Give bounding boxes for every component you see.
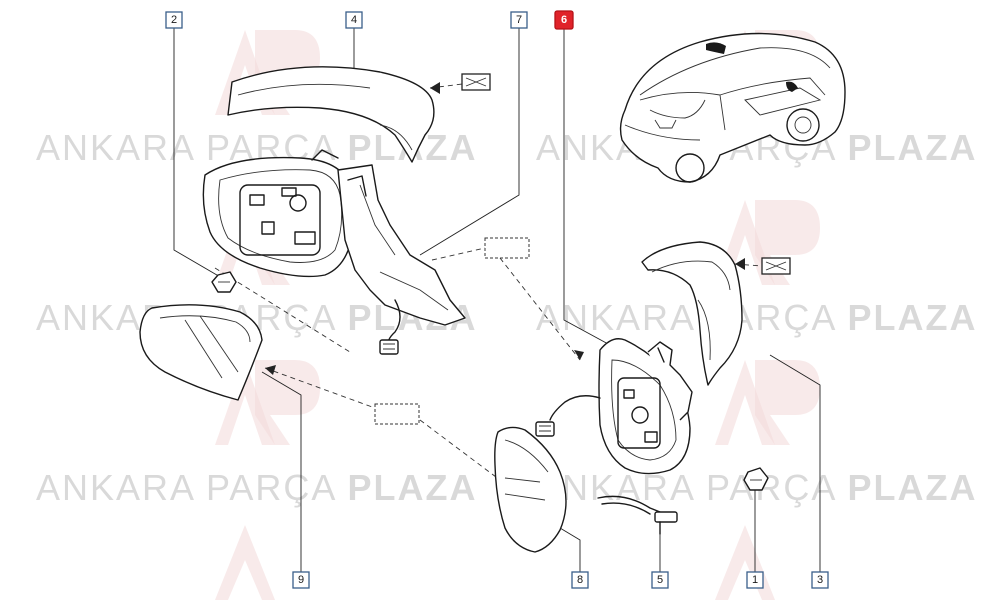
leader-lines — [173, 28, 821, 572]
part-mirror-cover-right — [641, 241, 791, 386]
callout-2: 2 — [165, 11, 183, 29]
part-indicator-wire — [597, 495, 678, 535]
part-mirror-cover-left — [227, 66, 491, 163]
callout-6-highlighted: 6 — [554, 10, 574, 30]
part-mirror-glass-right — [494, 426, 567, 553]
car-rear-view-icon — [619, 32, 846, 183]
svg-text:7: 7 — [516, 14, 522, 26]
part-clip-left — [211, 271, 237, 293]
part-clip-right — [743, 467, 769, 491]
svg-text:9: 9 — [298, 574, 304, 586]
reference-placeholder-box — [374, 403, 420, 425]
svg-text:2: 2 — [171, 14, 177, 26]
part-mirror-body-left — [202, 149, 466, 355]
part-mirror-body-right — [535, 338, 693, 475]
svg-text:8: 8 — [577, 574, 583, 586]
part-mirror-glass-left — [139, 304, 263, 401]
callout-4: 4 — [345, 11, 363, 29]
svg-text:1: 1 — [752, 574, 758, 586]
watermark-text: ANKARA PARÇA PLAZA — [536, 467, 977, 508]
svg-text:4: 4 — [351, 14, 357, 26]
callout-1: 1 — [746, 571, 764, 589]
assembly-dashed-lines — [214, 82, 763, 481]
callout-3: 3 — [811, 571, 829, 589]
callout-5: 5 — [651, 571, 669, 589]
callout-8: 8 — [571, 571, 589, 589]
svg-text:3: 3 — [817, 574, 823, 586]
callout-7: 7 — [510, 11, 528, 29]
callout-9: 9 — [292, 571, 310, 589]
svg-text:5: 5 — [657, 574, 663, 586]
watermark-text: ANKARA PARÇA PLAZA — [36, 467, 477, 508]
svg-text:6: 6 — [561, 14, 567, 26]
reference-placeholder-box — [484, 237, 530, 259]
watermark-text: ANKARA PARÇA PLAZA — [536, 297, 977, 338]
